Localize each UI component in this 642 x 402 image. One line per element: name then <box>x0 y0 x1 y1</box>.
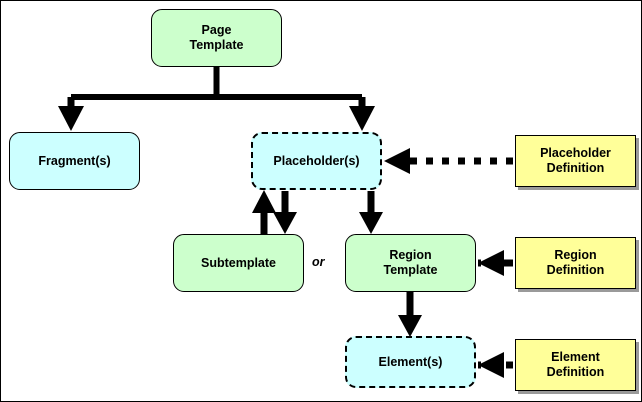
node-placeholders-label: Placeholder(s) <box>273 153 360 168</box>
node-region-template-label: Region Template <box>383 248 438 277</box>
node-fragments[interactable]: Fragment(s) <box>9 132 140 190</box>
node-elements-label: Element(s) <box>378 354 443 369</box>
node-placeholder-definition-label: Placeholder Definition <box>540 146 611 175</box>
node-region-definition[interactable]: Region Definition <box>515 237 636 289</box>
edge-element-definition-to-elements <box>478 352 513 378</box>
node-elements[interactable]: Element(s) <box>345 336 476 388</box>
edge-page-template-to-fragments <box>58 67 362 131</box>
node-placeholders[interactable]: Placeholder(s) <box>251 132 382 190</box>
edge-subtemplate-to-placeholders <box>252 190 276 234</box>
node-element-definition[interactable]: Element Definition <box>515 339 636 391</box>
node-element-definition-label: Element Definition <box>546 350 605 379</box>
node-placeholder-definition[interactable]: Placeholder Definition <box>515 135 636 187</box>
node-page-template-label: Page Template <box>189 23 244 52</box>
node-page-template[interactable]: Page Template <box>151 9 282 67</box>
edge-region-template-to-elements <box>398 292 422 337</box>
node-subtemplate-label: Subtemplate <box>200 255 276 270</box>
node-region-definition-label: Region Definition <box>546 248 605 277</box>
or-label: or <box>312 255 325 269</box>
node-subtemplate[interactable]: Subtemplate <box>173 234 304 292</box>
node-region-template[interactable]: Region Template <box>345 234 476 292</box>
node-fragments-label: Fragment(s) <box>38 153 111 168</box>
edge-region-definition-to-region-template <box>478 250 513 276</box>
edge-placeholders-to-subtemplate <box>273 191 297 234</box>
edge-placeholders-to-region-template <box>359 191 383 234</box>
edge-page-template-to-placeholders <box>349 97 375 131</box>
edge-placeholder-definition-to-placeholders <box>384 148 513 174</box>
